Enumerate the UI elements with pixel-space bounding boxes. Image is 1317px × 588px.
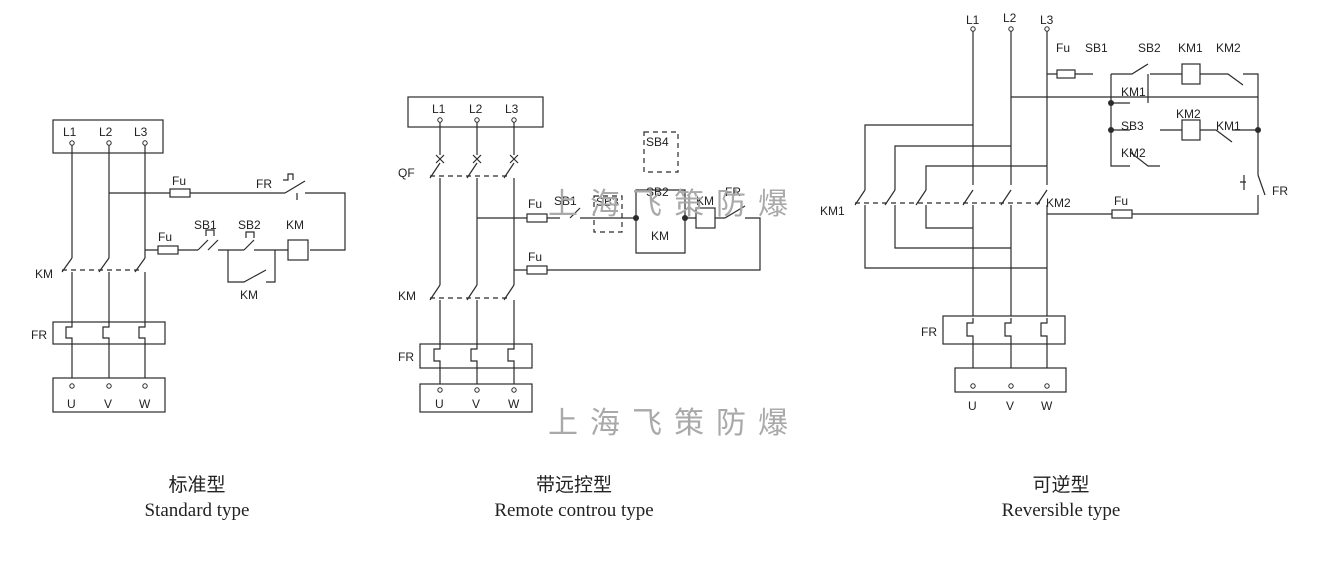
label-fu-1: Fu <box>172 174 186 188</box>
coil-km <box>287 239 309 261</box>
label-fr: FR <box>921 325 937 339</box>
caption-cn-reversible: 可逆型 <box>1032 474 1089 496</box>
label-u: U <box>67 397 76 411</box>
caption-cn-remote: 带远控型 <box>536 474 612 496</box>
label-km-coil: KM <box>696 194 714 208</box>
coil-km <box>695 207 716 229</box>
label-fr-ctrl: FR <box>725 185 741 199</box>
label-sb2: SB2 <box>1138 41 1161 55</box>
fuse-bottom <box>157 245 179 255</box>
label-fu-2: Fu <box>528 250 542 264</box>
caption-en-standard: Standard type <box>144 500 249 521</box>
label-km: KM <box>398 289 416 303</box>
label-u: U <box>968 399 977 413</box>
label-w: W <box>508 397 520 411</box>
label-km-aux: KM <box>240 288 258 302</box>
caption-en-remote: Remote controu type <box>494 500 653 521</box>
thermal-relay-fr <box>419 343 533 369</box>
label-v: V <box>104 397 112 411</box>
reversible-type-diagram: L1 L2 L3 KM1 KM2 FR U V W Fu Fu SB1 SB2 … <box>820 11 1288 413</box>
label-sb1: SB1 <box>1085 41 1108 55</box>
label-l2: L2 <box>469 102 483 116</box>
label-sb2: SB2 <box>646 185 669 199</box>
label-fr: FR <box>31 328 47 342</box>
label-km-coil: KM <box>286 218 304 232</box>
label-l3: L3 <box>1040 13 1054 27</box>
sb4-enclosure <box>643 131 679 173</box>
label-km1: KM1 <box>820 204 845 218</box>
label-l3: L3 <box>134 125 148 139</box>
label-fr-ctrl: FR <box>1272 184 1288 198</box>
fuse-1 <box>526 213 548 223</box>
label-fu-1: Fu <box>1056 41 1070 55</box>
thermal-relay-fr <box>942 315 1066 345</box>
label-km1-top: KM1 <box>1178 41 1203 55</box>
label-sb4: SB4 <box>646 135 669 149</box>
label-l3: L3 <box>505 102 519 116</box>
fuse-2 <box>1111 209 1133 219</box>
fuse-top <box>169 188 191 198</box>
label-km2-aux: KM2 <box>1121 146 1146 160</box>
label-km2: KM2 <box>1046 196 1071 210</box>
standard-type-diagram: L1 L2 L3 KM FR U V W Fu FR Fu SB1 SB2 KM… <box>31 119 346 413</box>
caption-cn-standard: 标准型 <box>168 474 225 496</box>
label-fr-ctrl: FR <box>256 177 272 191</box>
fuse-1 <box>1056 69 1076 79</box>
coil-km1 <box>1181 63 1201 85</box>
label-sb3: SB3 <box>596 195 619 209</box>
fuse-2 <box>526 265 548 275</box>
label-w: W <box>139 397 151 411</box>
sb3-enclosure <box>593 195 623 233</box>
label-w: W <box>1041 399 1053 413</box>
label-fu-2: Fu <box>158 230 172 244</box>
label-km1-aux: KM1 <box>1121 85 1146 99</box>
label-km2-mid: KM2 <box>1176 107 1201 121</box>
coil-km2 <box>1181 119 1201 141</box>
label-km2-top: KM2 <box>1216 41 1241 55</box>
label-fu-1: Fu <box>528 197 542 211</box>
watermark-2: 上海飞策防爆 <box>548 406 800 441</box>
label-l2: L2 <box>99 125 113 139</box>
label-l1: L1 <box>63 125 77 139</box>
label-l1: L1 <box>966 13 980 27</box>
label-sb1: SB1 <box>554 194 577 208</box>
label-qf: QF <box>398 166 415 180</box>
label-km1-mid: KM1 <box>1216 119 1241 133</box>
label-u: U <box>435 397 444 411</box>
label-sb3: SB3 <box>1121 119 1144 133</box>
label-fu-2: Fu <box>1114 194 1128 208</box>
label-km-aux: KM <box>651 229 669 243</box>
caption-en-reversible: Reversible type <box>1002 500 1121 521</box>
label-l1: L1 <box>432 102 446 116</box>
label-fr: FR <box>398 350 414 364</box>
label-km: KM <box>35 267 53 281</box>
label-v: V <box>1006 399 1014 413</box>
watermark-1: 上海飞策防爆 <box>548 187 800 222</box>
label-sb1: SB1 <box>194 218 217 232</box>
label-sb2: SB2 <box>238 218 261 232</box>
label-v: V <box>472 397 480 411</box>
remote-type-diagram: L1 L2 L3 QF KM FR U V W Fu Fu SB1 SB3 SB… <box>398 96 761 413</box>
label-l2: L2 <box>1003 11 1017 25</box>
